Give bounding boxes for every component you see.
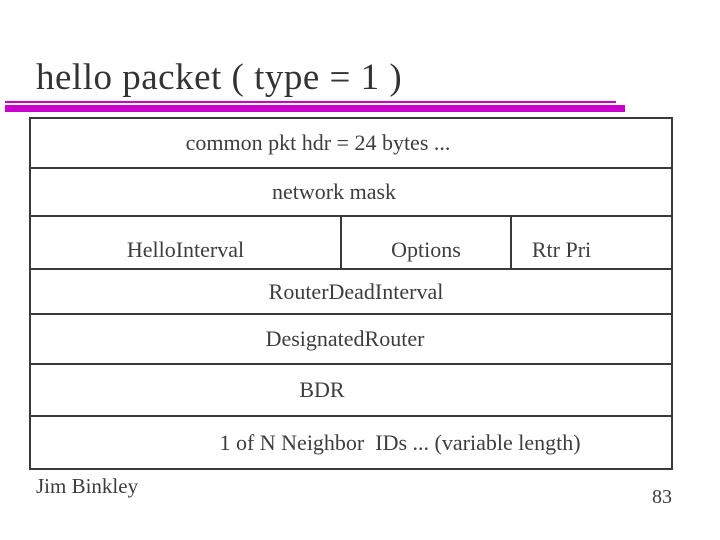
packet-field-label: Rtr Pri	[531, 236, 592, 262]
packet-field-label: 1 of N Neighbor IDs ... (variable length…	[219, 429, 581, 455]
packet-row-common-hdr: common pkt hdr = 24 bytes ...	[31, 119, 671, 169]
packet-row-bdr: BDR	[31, 365, 671, 417]
footer-author: Jim Binkley	[36, 474, 139, 498]
packet-field-label: Options	[391, 236, 461, 262]
page-title: hello packet ( type = 1 )	[36, 57, 403, 98]
packet-field-label: RouterDeadInterval	[268, 278, 444, 304]
title-underline-thin	[5, 101, 616, 103]
page-number: 83	[652, 486, 672, 508]
packet-row-hello-options-pri: HelloInterval Options Rtr Pri	[31, 217, 671, 270]
packet-row-designated-router: DesignatedRouter	[31, 315, 671, 365]
packet-field-label: HelloInterval	[126, 236, 245, 262]
packet-row-neighbor-ids: 1 of N Neighbor IDs ... (variable length…	[31, 417, 671, 468]
packet-cell-hello-interval: HelloInterval	[31, 217, 342, 268]
packet-row-router-dead-interval: RouterDeadInterval	[31, 270, 671, 315]
packet-row-network-mask: network mask	[31, 169, 671, 217]
packet-cell-options: Options	[342, 217, 512, 268]
packet-field-label: BDR	[299, 377, 345, 402]
packet-field-label: network mask	[271, 179, 397, 204]
packet-format-diagram: common pkt hdr = 24 bytes ... network ma…	[29, 117, 673, 470]
packet-cell-rtr-pri: Rtr Pri	[512, 217, 671, 268]
packet-field-label: common pkt hdr = 24 bytes ...	[185, 130, 451, 155]
packet-field-label: DesignatedRouter	[265, 326, 425, 351]
title-underline-thick	[5, 105, 625, 112]
